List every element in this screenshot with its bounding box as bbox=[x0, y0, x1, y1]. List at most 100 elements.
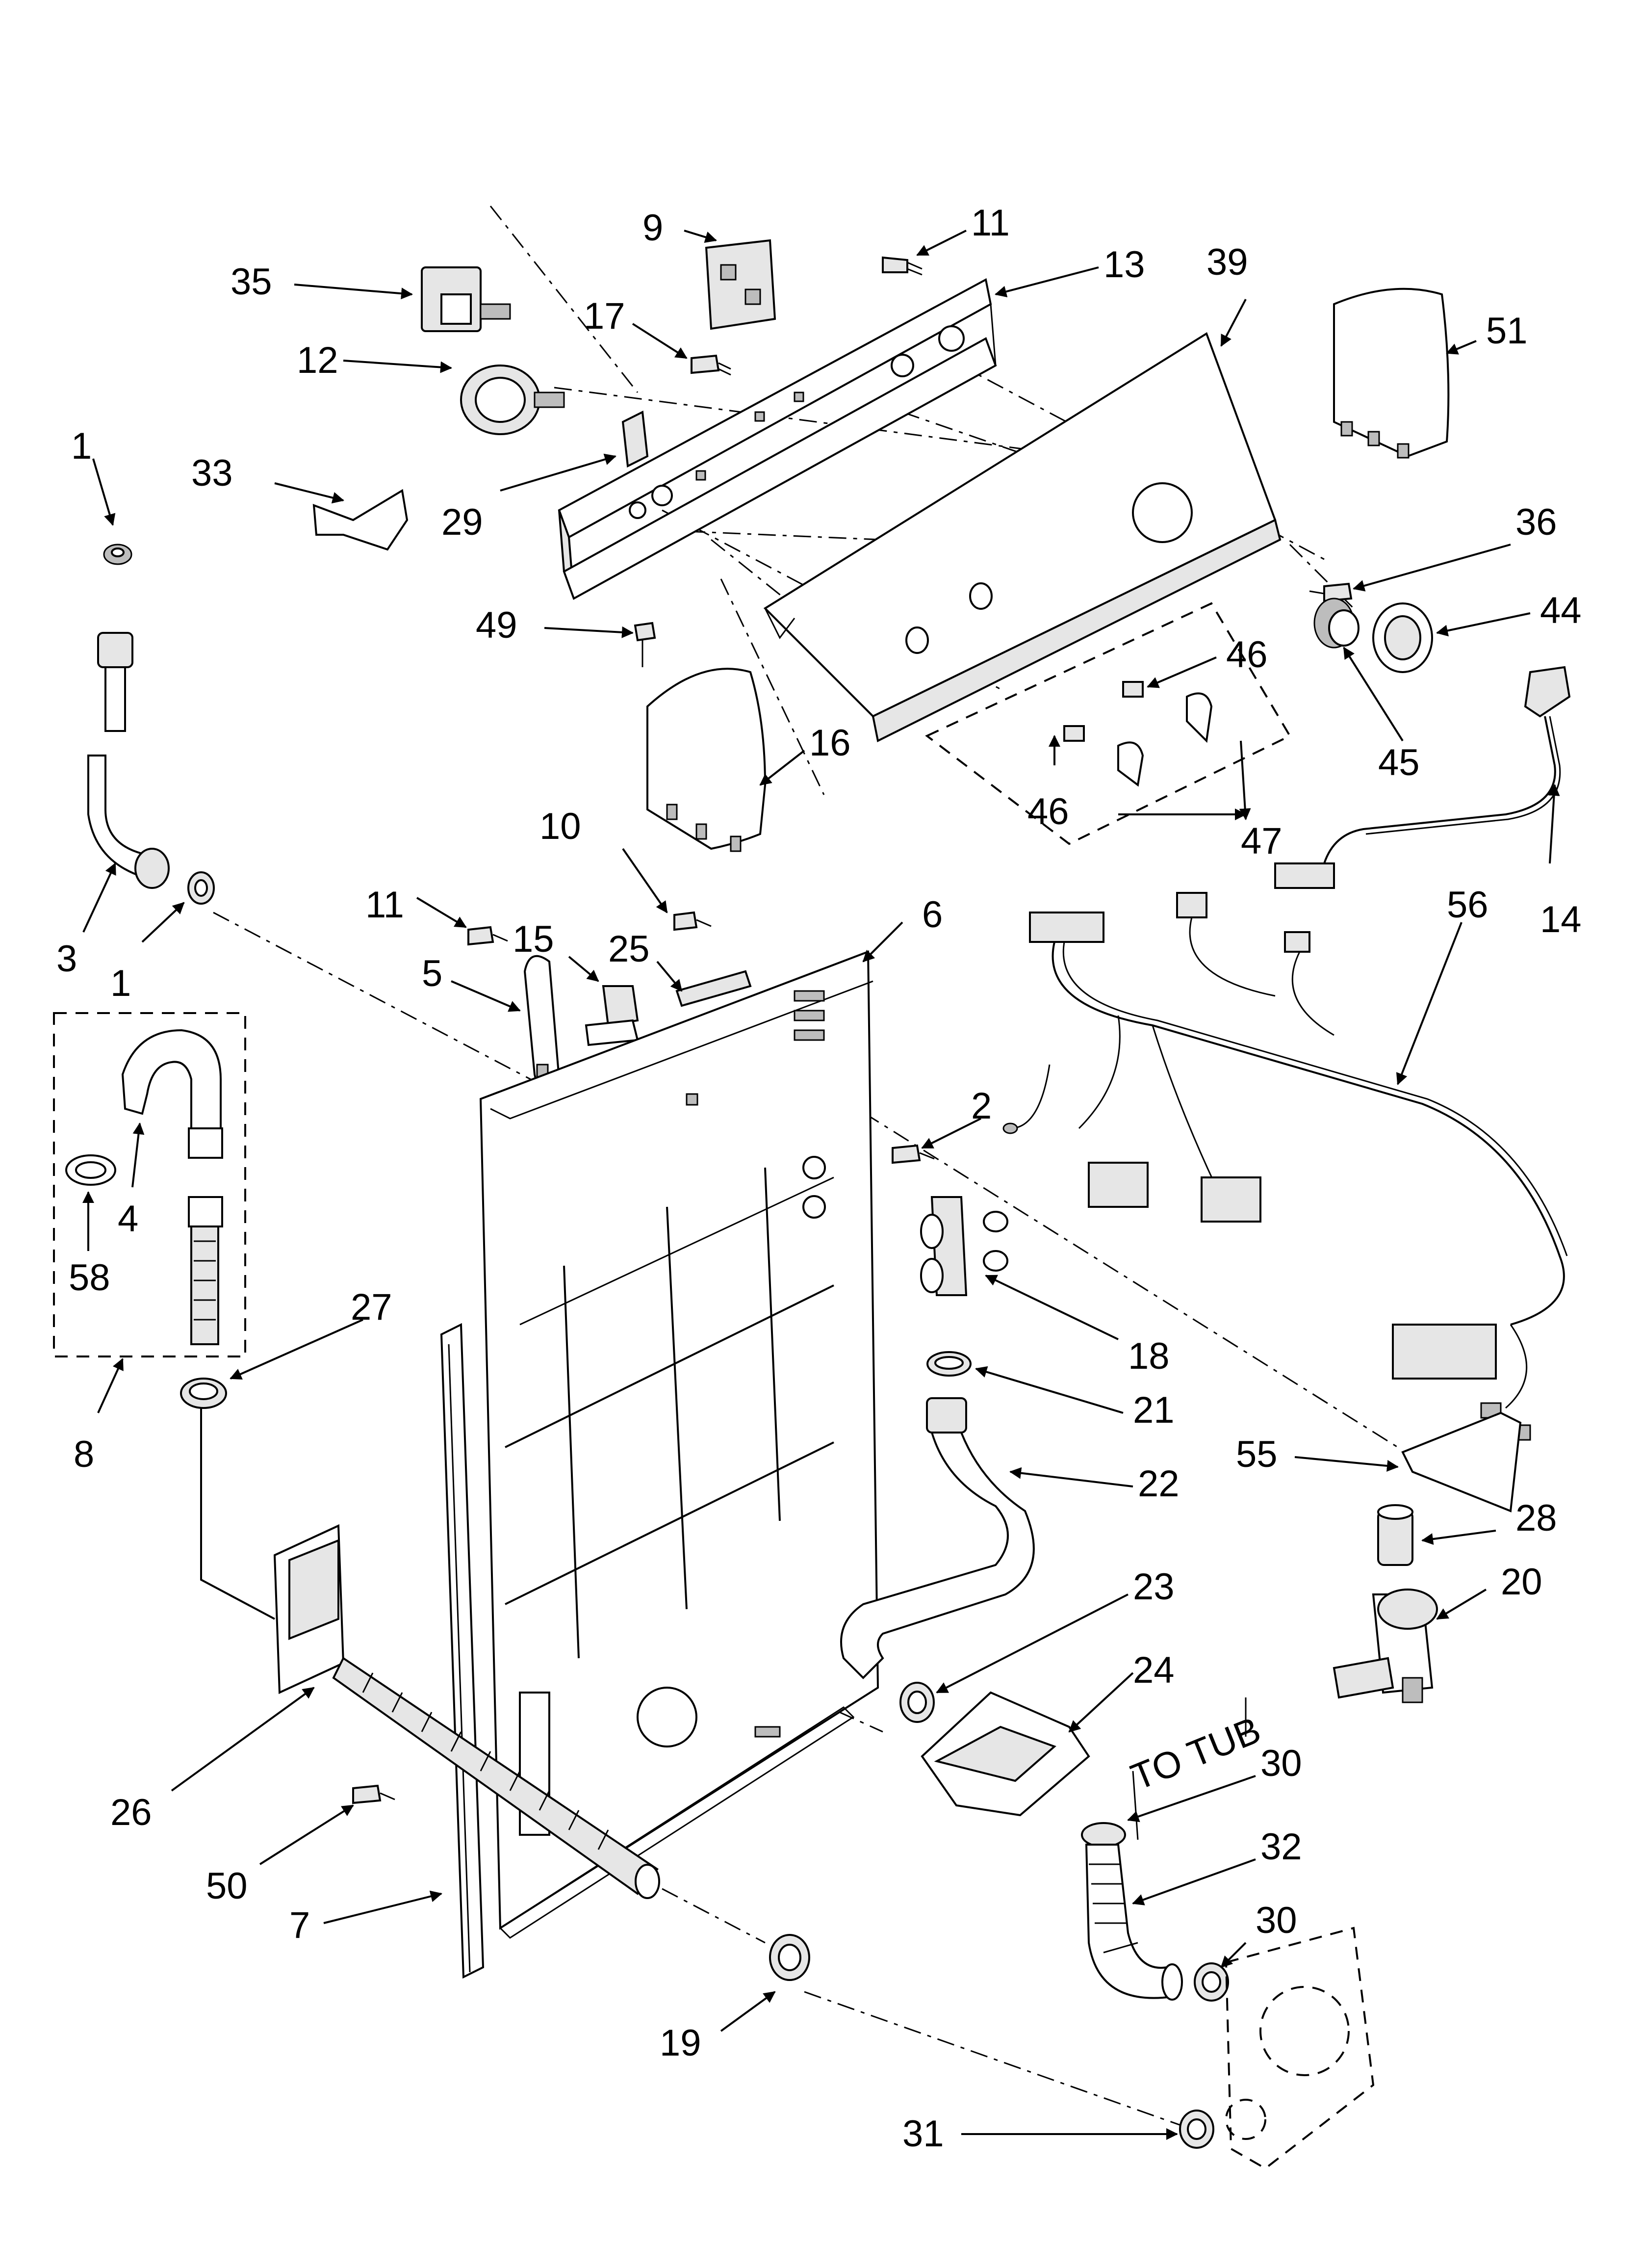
line-27-to-26 bbox=[200, 1408, 275, 1620]
part-51-end-cap bbox=[1333, 287, 1450, 459]
callout-3: 3 bbox=[56, 938, 77, 980]
callout-7: 7 bbox=[289, 1904, 310, 1946]
part-5-strap bbox=[523, 955, 561, 1089]
callout-28: 28 bbox=[1515, 1497, 1557, 1539]
part-11-screw-top bbox=[882, 256, 923, 276]
callout-31: 31 bbox=[902, 2113, 944, 2155]
part-56-wire-harness bbox=[1002, 892, 1568, 1441]
part-8-drain-kit bbox=[53, 1012, 246, 1357]
part-30-clamp-lower bbox=[1194, 1962, 1229, 2002]
part-14-power-cord bbox=[1274, 666, 1571, 889]
callout-11: 11 bbox=[971, 202, 1010, 244]
part-1-washer bbox=[187, 871, 215, 905]
part-49-screw bbox=[634, 622, 656, 667]
part-32-tub-hose bbox=[1081, 1697, 1247, 2001]
callout-58: 58 bbox=[69, 1257, 110, 1299]
callout-21: 21 bbox=[1133, 1389, 1175, 1431]
callout-15: 15 bbox=[513, 918, 554, 960]
callout-14: 14 bbox=[1540, 899, 1582, 940]
callout-16: 16 bbox=[809, 722, 851, 764]
to-tub-note: TO TUB bbox=[1126, 1709, 1267, 1799]
callout-8: 8 bbox=[74, 1434, 94, 1475]
callout-18: 18 bbox=[1128, 1335, 1170, 1377]
callout-2: 2 bbox=[971, 1085, 992, 1127]
callout-22: 22 bbox=[1138, 1463, 1180, 1505]
part-22-hose bbox=[840, 1397, 1035, 1679]
callout-45: 45 bbox=[1378, 742, 1420, 783]
part-27-clamp bbox=[180, 1378, 227, 1409]
callout-51: 51 bbox=[1486, 310, 1528, 352]
callout-46: 46 bbox=[1226, 634, 1268, 676]
part-24-pump-bracket bbox=[921, 1691, 1090, 1817]
callout-10: 10 bbox=[539, 806, 581, 847]
callout-9: 9 bbox=[642, 207, 663, 249]
callout-24: 24 bbox=[1133, 1649, 1175, 1691]
part-13-console-bracket bbox=[558, 278, 997, 600]
part-31-clamp bbox=[1179, 2110, 1214, 2149]
callout-13: 13 bbox=[1103, 244, 1145, 286]
part-29-clip bbox=[621, 410, 649, 468]
callout-44: 44 bbox=[1540, 590, 1582, 631]
part-18-water-valve bbox=[920, 1196, 1008, 1296]
callout-32: 32 bbox=[1260, 1826, 1302, 1868]
part-36-screw bbox=[1309, 582, 1353, 602]
callout-12: 12 bbox=[297, 339, 338, 381]
callout-47: 47 bbox=[1241, 820, 1283, 862]
part-3-fill-hose bbox=[87, 632, 170, 889]
part-10-screw bbox=[673, 911, 712, 931]
part-39-control-panel bbox=[763, 332, 1282, 742]
part-26-drain-hose bbox=[273, 1524, 660, 1899]
callout-50: 50 bbox=[206, 1865, 248, 1907]
callout-55: 55 bbox=[1236, 1434, 1278, 1475]
callout-25: 25 bbox=[608, 928, 650, 970]
callout-19: 19 bbox=[660, 2022, 701, 2064]
callout-1: 1 bbox=[110, 963, 131, 1004]
callout-29: 29 bbox=[441, 501, 483, 543]
part-17-screw bbox=[691, 354, 731, 376]
leader-lines bbox=[82, 230, 1560, 2140]
part-19-clamp bbox=[769, 1934, 810, 1981]
part-11-screw bbox=[467, 926, 508, 946]
pump-housing-reference bbox=[1225, 1927, 1375, 2170]
part-23-clamp bbox=[899, 1682, 935, 1723]
part-35-switch bbox=[421, 266, 511, 332]
callout-6: 6 bbox=[922, 894, 943, 936]
part-46-47-knobs bbox=[925, 602, 1291, 845]
part-20-pump bbox=[1333, 1589, 1438, 1703]
callout-5: 5 bbox=[422, 953, 442, 994]
callout-36: 36 bbox=[1515, 501, 1557, 543]
callout-27: 27 bbox=[351, 1286, 392, 1328]
callout-56: 56 bbox=[1447, 884, 1488, 926]
callout-46: 46 bbox=[1027, 791, 1069, 833]
part-33-bracket bbox=[312, 489, 409, 551]
part-2-screw bbox=[892, 1144, 935, 1164]
callout-20: 20 bbox=[1501, 1561, 1542, 1603]
callout-26: 26 bbox=[110, 1792, 152, 1833]
callout-23: 23 bbox=[1133, 1566, 1175, 1608]
part-50-screw bbox=[352, 1784, 395, 1804]
part-16-end-cap bbox=[646, 668, 767, 852]
part-12-motor bbox=[460, 365, 565, 435]
callout-35: 35 bbox=[231, 261, 272, 303]
part-28-capacitor bbox=[1377, 1504, 1413, 1566]
callout-17: 17 bbox=[584, 295, 625, 337]
part-7-side-rail bbox=[440, 1323, 485, 1979]
callout-4: 4 bbox=[118, 1198, 138, 1240]
part-6-cabinet-panel bbox=[479, 950, 879, 1939]
callout-30: 30 bbox=[1256, 1900, 1297, 1941]
callout-39: 39 bbox=[1206, 241, 1248, 283]
part-1-nut-top bbox=[103, 544, 132, 565]
part-45-44-knob bbox=[1313, 598, 1433, 673]
part-15-bracket bbox=[585, 985, 639, 1046]
callout-33: 33 bbox=[191, 452, 233, 494]
callout-30: 30 bbox=[1260, 1743, 1302, 1784]
callout-labels: 1 1 2 3 4 5 6 7 8 9 10 11 11 12 13 14 15… bbox=[56, 202, 1582, 2155]
callout-49: 49 bbox=[476, 604, 517, 646]
part-21-clamp bbox=[926, 1351, 972, 1377]
callout-1: 1 bbox=[71, 425, 92, 467]
callout-11: 11 bbox=[365, 884, 404, 926]
part-55-bracket bbox=[1401, 1411, 1522, 1512]
part-9-control bbox=[705, 239, 776, 330]
part-25-strip bbox=[675, 970, 752, 1007]
